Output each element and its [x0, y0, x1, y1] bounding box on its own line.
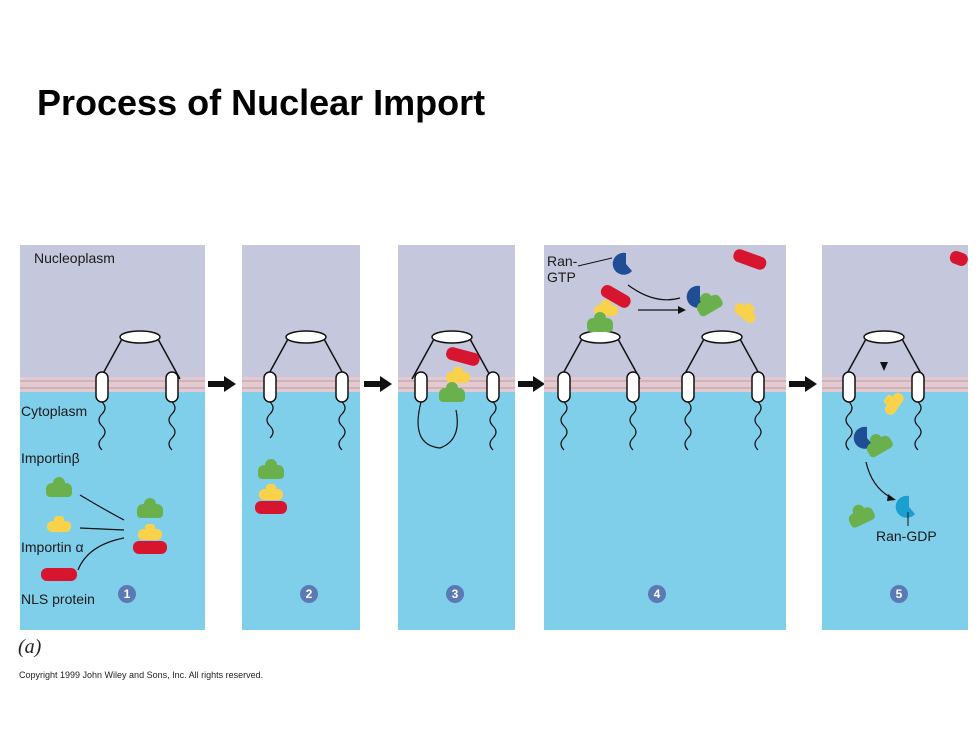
step-2-panel: 2 — [242, 245, 360, 630]
page-title: Process of Nuclear Import — [37, 82, 486, 123]
step-4-number: 4 — [654, 587, 661, 601]
nucleoplasm-region — [20, 245, 205, 385]
step-5-panel: Ran-GDP 5 — [822, 245, 968, 630]
step-2-number: 2 — [306, 587, 313, 601]
step-1-badge — [118, 585, 136, 603]
ran-gdp-label: Ran-GDP — [876, 528, 937, 544]
step-4-panel: Ran- GTP 4 — [544, 245, 786, 630]
ran-gtp-label-1: Ran- — [547, 253, 578, 269]
nucleoplasm-label: Nucleoplasm — [34, 250, 115, 266]
ran-gtp-shape — [612, 252, 632, 275]
importin-beta-label: Importinβ — [21, 450, 80, 466]
cytoplasm-region — [20, 385, 205, 630]
arrow-2-to-3 — [364, 376, 392, 392]
step-3-panel: 3 — [398, 245, 515, 630]
cytoplasm-label: Cytoplasm — [21, 403, 87, 419]
step-1-number: 1 — [124, 587, 131, 601]
arrow-4-to-5 — [789, 376, 817, 392]
panel-letter: (a) — [18, 636, 42, 658]
importin-alpha-label: Importin α — [21, 539, 84, 555]
arrow-3-to-4 — [518, 376, 545, 392]
copyright-notice: Copyright 1999 John Wiley and Sons, Inc.… — [19, 670, 264, 680]
nls-protein-shape — [41, 568, 77, 581]
ran-gdp-shape — [895, 495, 915, 518]
step-5-number: 5 — [896, 587, 903, 601]
ran-gtp-label-2: GTP — [547, 269, 576, 285]
arrow-1-to-2 — [208, 376, 236, 392]
step-1-panel: Nucleoplasm Cytoplasm Importinβ Importin… — [20, 245, 205, 630]
step-3-number: 3 — [452, 587, 459, 601]
nls-protein-label: NLS protein — [21, 591, 95, 607]
